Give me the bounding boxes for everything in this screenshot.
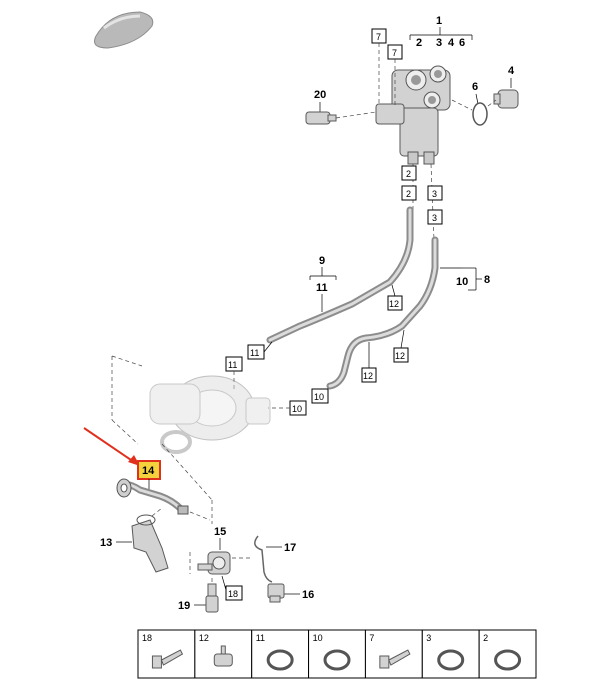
boxed-callout-11b: 11 <box>225 356 243 372</box>
svg-text:3: 3 <box>432 189 437 199</box>
plug-19[interactable] <box>205 583 219 613</box>
legend-item-11[interactable]: 11 <box>251 629 310 679</box>
connector-16[interactable] <box>267 583 285 603</box>
callout-6: 6 <box>472 81 478 93</box>
boxed-callout-3b: 3 <box>427 209 443 225</box>
boxed-callout-12b: 12 <box>393 347 409 363</box>
svg-text:11: 11 <box>228 360 237 370</box>
svg-text:2: 2 <box>406 189 411 199</box>
callout-17: 17 <box>284 542 296 554</box>
legend-item-3[interactable]: 3 <box>421 629 480 679</box>
sealant-tube-icon <box>94 11 154 49</box>
svg-text:18: 18 <box>228 589 238 599</box>
svg-text:3: 3 <box>432 213 437 223</box>
boxed-callout-12c: 12 <box>361 367 377 383</box>
boxed-callout-10a: 10 <box>311 388 329 404</box>
svg-text:11: 11 <box>250 348 259 358</box>
svg-text:2: 2 <box>406 169 411 179</box>
clip-icon <box>213 645 233 667</box>
turbocharger <box>149 375 271 454</box>
legend-item-number: 2 <box>483 633 488 643</box>
svg-text:12: 12 <box>363 371 373 381</box>
oil-line-14[interactable] <box>116 478 189 515</box>
svg-text:12: 12 <box>389 299 399 309</box>
legend-strip: 18 12 11 10 7 3 2 <box>137 629 537 679</box>
bolt-icon <box>151 649 184 669</box>
svg-text:10: 10 <box>292 404 302 414</box>
callout-8: 8 <box>484 274 490 286</box>
coolant-valve[interactable] <box>375 65 451 165</box>
legend-item-18[interactable]: 18 <box>137 629 196 679</box>
svg-text:10: 10 <box>314 392 324 402</box>
coolant-pipe-11[interactable] <box>266 206 414 344</box>
o-ring-icon <box>323 649 351 671</box>
legend-item-number: 3 <box>426 633 431 643</box>
oil-pressure-sensor[interactable] <box>197 551 231 575</box>
svg-text:14: 14 <box>142 465 155 477</box>
coolant-pipe-10[interactable] <box>326 236 439 390</box>
svg-text:7: 7 <box>376 32 381 42</box>
boxed-callout-2b: 2 <box>401 185 417 201</box>
legend-item-number: 12 <box>199 633 209 643</box>
boxed-callout-7a: 7 <box>371 28 387 44</box>
o-ring-icon <box>437 649 465 671</box>
o-ring-icon <box>266 649 294 671</box>
legend-item-2[interactable]: 2 <box>478 629 537 679</box>
callout-11: 11 <box>316 282 328 294</box>
callout-10: 10 <box>456 276 468 288</box>
callout-1: 1 <box>436 15 442 27</box>
legend-item-number: 10 <box>313 633 323 643</box>
o-ring-6[interactable] <box>472 102 488 126</box>
boxed-callout-3a: 3 <box>427 185 443 201</box>
bracket-13[interactable] <box>131 514 169 573</box>
legend-item-12[interactable]: 12 <box>194 629 253 679</box>
callout-1-sub-4: 4 <box>448 37 455 49</box>
bolt-icon <box>379 649 411 669</box>
legend-item-number: 7 <box>369 633 374 643</box>
callout-13: 13 <box>100 537 112 549</box>
wire-clip-17[interactable] <box>254 535 273 583</box>
boxed-callout-2a: 2 <box>401 165 417 181</box>
callout-1-sub-2: 2 <box>416 37 422 49</box>
temperature-sender[interactable] <box>305 111 337 125</box>
legend-item-number: 18 <box>142 633 152 643</box>
boxed-callout-18: 18 <box>225 585 243 601</box>
o-ring-icon <box>494 649 522 671</box>
highlighted-callout-14[interactable]: 14 <box>137 460 161 480</box>
svg-text:7: 7 <box>392 48 397 58</box>
boxed-callout-10b: 10 <box>289 400 307 416</box>
pointer-arrow <box>83 427 135 463</box>
callout-4: 4 <box>508 65 515 77</box>
legend-item-7[interactable]: 7 <box>364 629 423 679</box>
svg-text:12: 12 <box>395 351 405 361</box>
boxed-callout-7b: 7 <box>387 44 403 60</box>
callout-16: 16 <box>302 589 314 601</box>
boxed-callout-11a: 11 <box>247 344 265 360</box>
callout-20: 20 <box>314 89 326 101</box>
legend-item-number: 11 <box>256 633 265 643</box>
callout-1-sub-3: 3 <box>436 37 442 49</box>
callout-15: 15 <box>214 526 226 538</box>
legend-item-10[interactable]: 10 <box>308 629 366 679</box>
boxed-callout-12a: 12 <box>387 295 403 311</box>
sealing-plug[interactable] <box>493 89 519 109</box>
callout-19: 19 <box>178 600 190 612</box>
callout-1-sub-6: 6 <box>459 37 465 49</box>
callout-9: 9 <box>319 255 325 267</box>
